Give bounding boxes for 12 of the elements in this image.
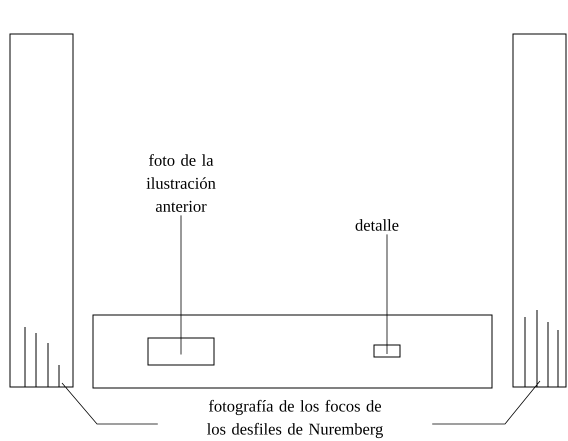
leader-line [180, 215, 182, 355]
frame-box [512, 34, 566, 388]
leader-line [62, 382, 158, 424]
caption-text: foto de la ilustración anterior [146, 154, 216, 212]
frame-box [374, 344, 400, 358]
leader-line [386, 234, 388, 354]
frame-box [92, 314, 492, 388]
frame-box [148, 337, 214, 366]
caption-text: detalle [356, 219, 398, 231]
leader-line [432, 380, 540, 424]
frame-box [10, 34, 74, 388]
caption-text: fotografía de los focos de los desfiles de Nuremberg [207, 400, 383, 438]
